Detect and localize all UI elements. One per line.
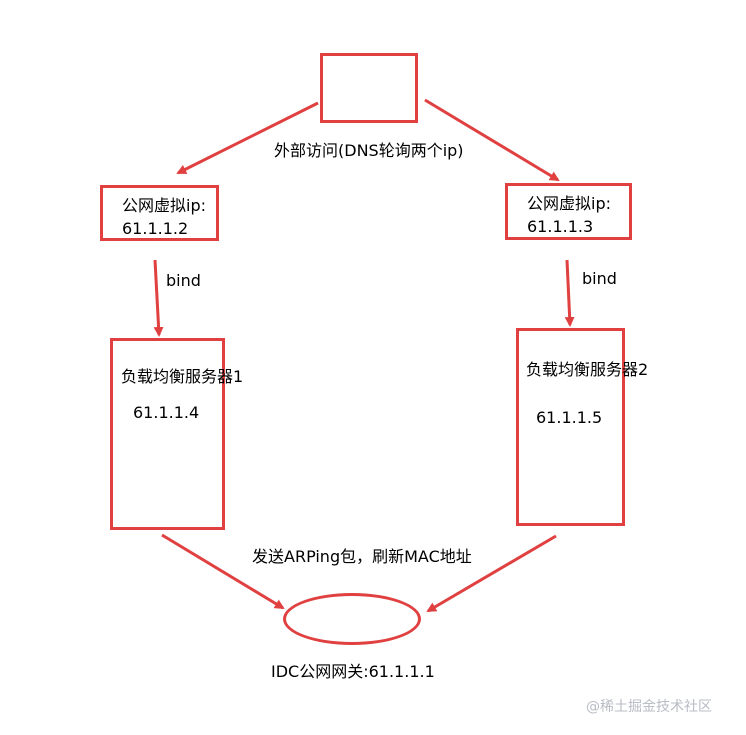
lb-right-ip: 61.1.1.5: [536, 408, 603, 427]
vip-right-box: [505, 183, 632, 240]
arping-label: 发送ARPing包，刷新MAC地址: [252, 547, 472, 566]
arrow-client-to-vip-left: [176, 101, 319, 175]
bind-left-label: bind: [166, 271, 201, 290]
bind-right-label: bind: [582, 269, 617, 288]
lb-right-box: [516, 328, 625, 526]
external-access-label: 外部访问(DNS轮询两个ip): [274, 141, 464, 160]
lb-right-title: 负载均衡服务器2: [526, 360, 649, 379]
arrow-lb-left-to-gateway: [161, 533, 285, 610]
vip-left-title: 公网虚拟ip:: [122, 196, 206, 215]
client-box: [320, 53, 418, 123]
arrow-client-to-vip-right: [424, 98, 560, 182]
gateway-label: IDC公网网关:61.1.1.1: [271, 662, 435, 681]
watermark: @稀土掘金技术社区: [586, 699, 712, 715]
arrow-vip-left-to-lb-left: [153, 259, 164, 337]
lb-left-ip: 61.1.1.4: [133, 403, 200, 422]
vip-right-ip: 61.1.1.3: [527, 217, 594, 236]
arrow-lb-right-to-gateway: [426, 534, 557, 613]
vip-right-title: 公网虚拟ip:: [527, 194, 611, 213]
vip-left-ip: 61.1.1.2: [122, 219, 189, 238]
gateway-ellipse: [283, 593, 421, 645]
lb-left-box: [110, 338, 225, 530]
vip-left-box: [100, 185, 219, 241]
arrow-vip-right-to-lb-right: [564, 259, 575, 327]
lb-left-title: 负载均衡服务器1: [121, 367, 244, 386]
